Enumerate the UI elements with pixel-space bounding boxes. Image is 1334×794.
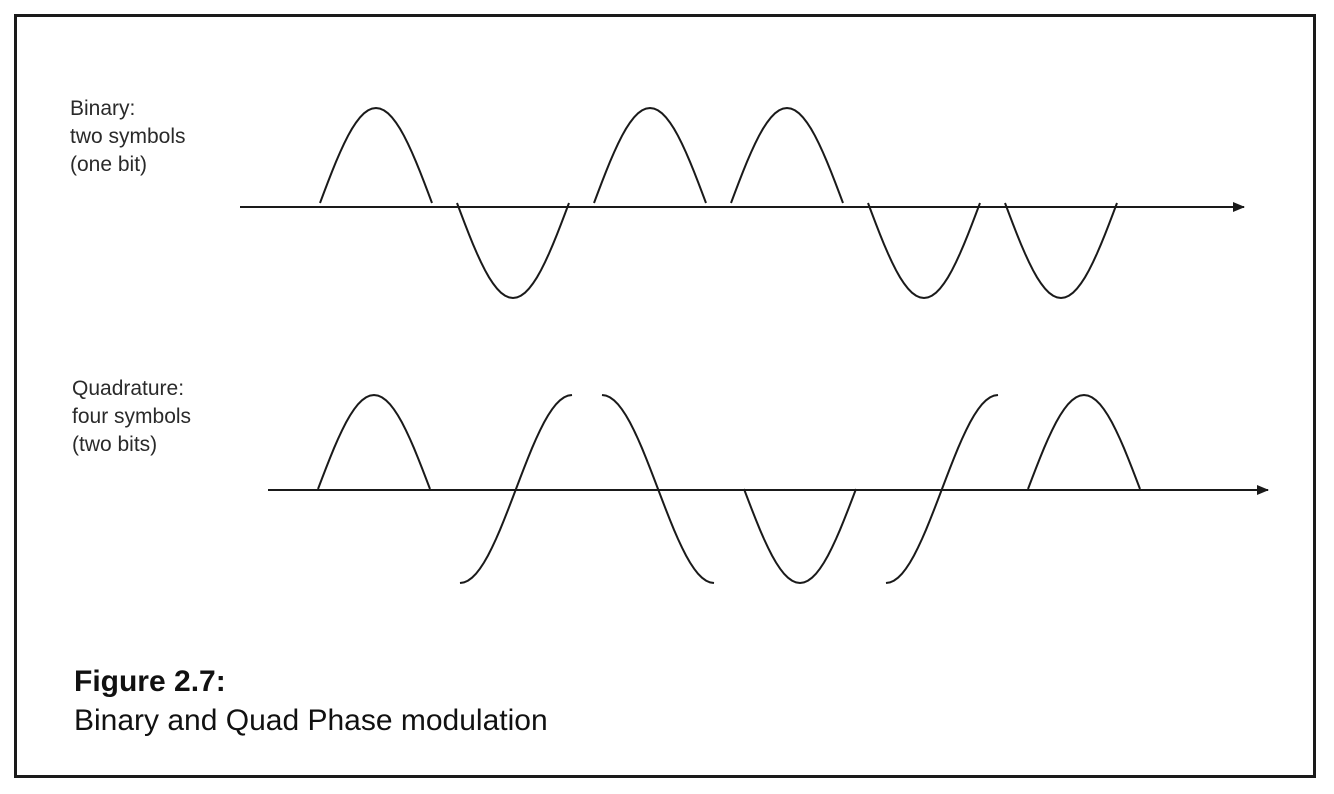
quadrature-row-label: Quadrature: four symbols (two bits) — [72, 375, 191, 459]
figure-caption: Figure 2.7: Binary and Quad Phase modula… — [74, 664, 548, 739]
quadrature-symbol-2 — [459, 394, 573, 584]
binary-symbol-3 — [593, 106, 707, 204]
caption-title: Figure 2.7: — [74, 665, 226, 698]
quadrature-symbol-1 — [317, 393, 431, 490]
binary-symbol-6 — [1004, 202, 1118, 300]
quadrature-label-line: Quadrature: — [72, 377, 185, 400]
binary-symbol-1 — [319, 106, 433, 204]
binary-label-line: Binary: — [70, 97, 136, 120]
quadrature-label-line: (two bits) — [72, 433, 158, 456]
quadrature-waveform — [317, 393, 1141, 585]
binary-symbol-5 — [867, 202, 981, 300]
binary-label-line: two symbols — [70, 125, 186, 148]
binary-symbol-4 — [730, 106, 844, 204]
binary-row-label: Binary: two symbols (one bit) — [70, 95, 186, 179]
quadrature-symbol-6 — [1027, 393, 1141, 490]
quadrature-label-line: four symbols — [72, 405, 192, 428]
binary-label-line: (one bit) — [70, 153, 148, 176]
binary-waveform — [319, 106, 1118, 300]
quadrature-symbol-5 — [885, 394, 999, 584]
quadrature-symbol-4 — [743, 488, 857, 585]
figure-border — [14, 14, 1316, 778]
quadrature-symbol-3 — [601, 394, 715, 584]
caption-text: Binary and Quad Phase modulation — [74, 704, 548, 737]
binary-symbol-2 — [456, 202, 570, 300]
